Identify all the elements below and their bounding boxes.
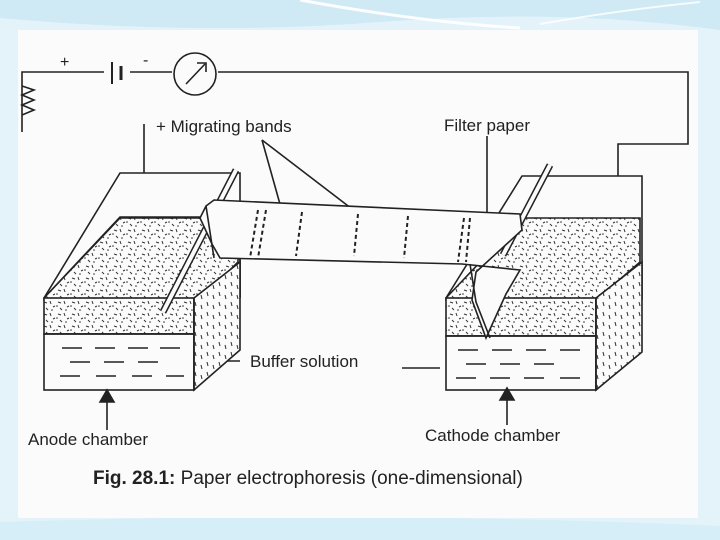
circuit-wire (21, 71, 104, 132)
anode-chamber-label: Anode chamber (28, 430, 149, 449)
anode-tank-front-upper (43, 297, 195, 335)
cathode-tank-front-upper (445, 297, 597, 337)
battery-minus-label: - (143, 52, 149, 69)
figure-caption: Fig. 28.1: Paper electrophoresis (one-di… (93, 468, 523, 490)
filter-paper-label: Filter paper (444, 116, 530, 135)
figure-caption-text: Paper electrophoresis (one-dimensional) (180, 468, 523, 489)
migrating-bands-pointer (261, 139, 357, 213)
cathode-tank-front-lower (445, 335, 597, 391)
circuit-wire (218, 71, 689, 215)
battery-plus-label: + (60, 54, 70, 71)
migrating-bands-label: + Migrating bands (156, 117, 292, 136)
resistor-zigzag (19, 85, 37, 116)
meter-needle (185, 63, 206, 85)
figure-number: Fig. 28.1: (93, 468, 176, 489)
buffer-solution-label: Buffer solution (250, 352, 359, 371)
cathode-chamber-label: Cathode chamber (425, 426, 561, 445)
filter-paper-strip (199, 199, 523, 341)
migrating-band-marks (249, 209, 471, 263)
